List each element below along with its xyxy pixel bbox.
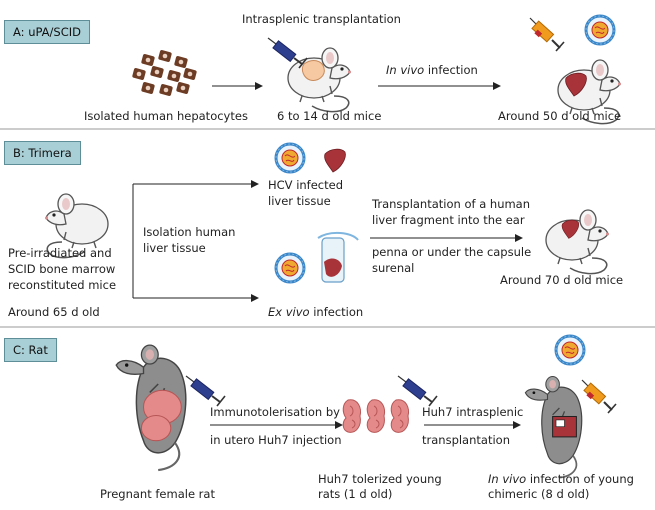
panel-c-immuno-line2: in utero Huh7 injection	[210, 433, 342, 447]
syringe-c-orange	[581, 379, 617, 414]
virus-c	[554, 334, 586, 366]
panel-c-pregnant-rat	[115, 344, 187, 472]
panel-a-transplant-title: Intrasplenic transplantation	[242, 12, 401, 26]
panel-a-infection-italic: In vivo	[386, 63, 425, 77]
panel-c-pups-line2: rats (1 d old)	[318, 487, 393, 501]
panel-b-donor-line2: SCID bone marrow	[8, 262, 116, 276]
panel-a-infection-rest: infection	[424, 63, 478, 77]
virus-a	[584, 14, 616, 46]
panel-c-result-line1: In vivo infection of young	[488, 472, 634, 486]
panel-b-donor-line1: Pre-irradiated and	[8, 246, 112, 260]
panel-b-recipient-mouse	[545, 209, 610, 275]
panel-b-donor-line3: reconstituted mice	[8, 278, 117, 292]
panel-b-exvivo-rest: infection	[309, 305, 364, 319]
panel-a-hepatocytes	[131, 49, 198, 97]
panel-c-tag: C: Rat	[4, 338, 57, 362]
panel-c-embryos	[342, 399, 409, 433]
panel-c-huh7-line2: transplantation	[422, 433, 510, 447]
panel-b-result-age: Around 70 d old mice	[500, 273, 624, 287]
panel-b-tag: B: Trimera	[4, 141, 81, 165]
syringe-c-blue-1	[185, 375, 226, 407]
panel-a-cells-label: Isolated human hepatocytes	[84, 109, 248, 123]
panel-b-transplant-line2: liver fragment into the ear	[372, 213, 525, 227]
tube-b	[317, 232, 359, 283]
panel-a-young-label: 6 to 14 d old mice	[277, 109, 382, 123]
panel-c-result-rest: infection of young	[526, 472, 634, 486]
panel-b-hcv-line1: HCV infected	[268, 178, 344, 192]
panel-b-donor-age: Around 65 d old	[8, 305, 100, 319]
virus-b-bottom	[274, 252, 306, 284]
panel-a-infection-label: In vivo infection	[386, 63, 478, 77]
panel-b-isolation-line2: liver tissue	[143, 241, 206, 255]
panel-b-hcv-line2: liver tissue	[268, 194, 331, 208]
panel-b-exvivo-label: Ex vivo infection	[268, 305, 363, 319]
panel-a-young-mouse	[287, 47, 352, 113]
panel-b-transplant-line4: surenal	[372, 261, 415, 275]
panel-c-result-line2: chimeric (8 d old)	[488, 487, 590, 501]
panel-c-immuno-line1: Immunotolerisation by	[210, 405, 340, 419]
panel-a-old-label: Around 50 d old mice	[498, 109, 622, 123]
virus-b-top	[274, 142, 306, 174]
panel-c-chimeric-rat	[524, 375, 583, 479]
syringe-a-orange	[529, 17, 565, 52]
panel-b-transplant-line3: penna or under the capsule	[372, 245, 532, 259]
panel-c-huh7-line1: Huh7 intrasplenic	[422, 405, 524, 419]
panel-c-mother-label: Pregnant female rat	[100, 487, 215, 501]
panel-b-exvivo-italic: Ex vivo	[268, 305, 310, 319]
panel-c-result-italic: In vivo	[488, 472, 527, 486]
syringe-a-blue	[267, 37, 308, 69]
liver-b-top	[324, 148, 346, 173]
panel-b-isolation-line1: Isolation human	[143, 225, 236, 239]
panel-c-pups-line1: Huh7 tolerized young	[318, 472, 442, 486]
panel-b-transplant-line1: Transplantation of a human	[372, 197, 531, 211]
panel-a-tag: A: uPA/SCID	[4, 20, 91, 44]
